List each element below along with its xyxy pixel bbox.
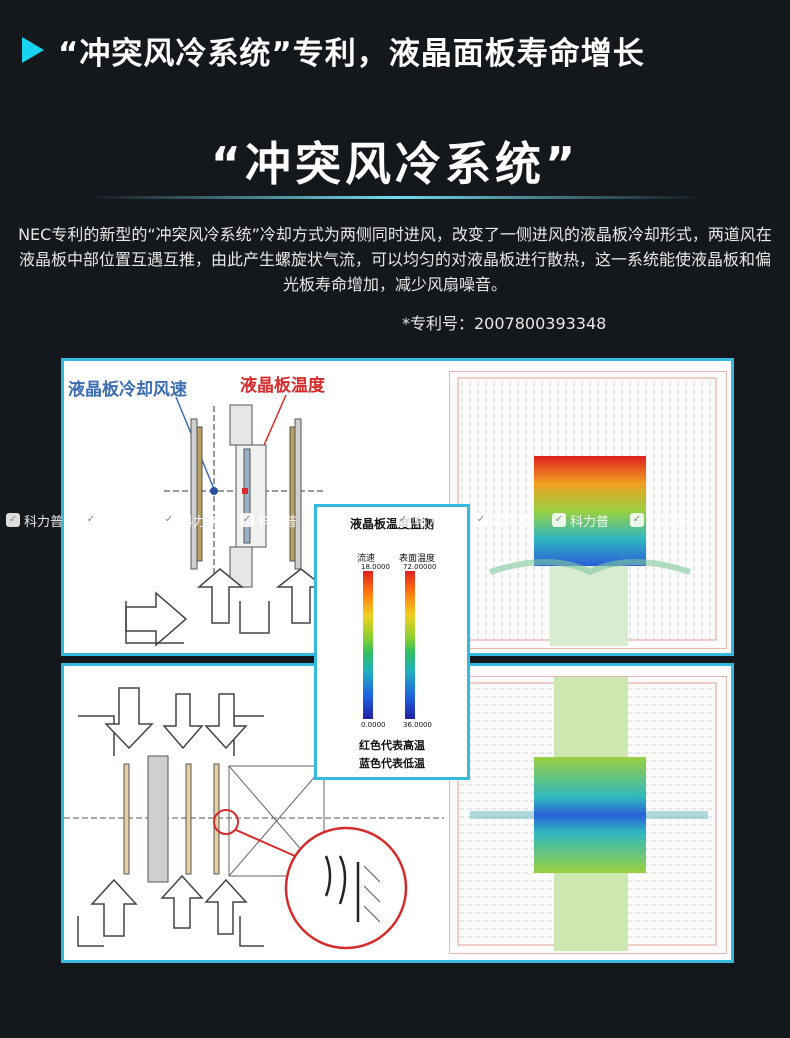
legend-speed-max: 18.0000 <box>361 563 390 571</box>
watermark: ✓科力普 <box>552 510 630 530</box>
leaf-icon: ✓ <box>552 513 566 527</box>
watermark-row: ✓科力普 ✓科力普 ✓科力普 ✓科力普 ✓科力普 ✓科力普 ✓科力普 ✓科力普 … <box>6 510 790 530</box>
dual-side-airflow-diagram <box>64 687 444 950</box>
single-side-cooling-panel: 液晶板冷却风速 液晶板温度 <box>61 358 734 656</box>
leaf-icon: ✓ <box>162 513 176 527</box>
label-panel-temperature: 液晶板温度 <box>240 376 325 396</box>
legend-temp-bar <box>405 571 415 719</box>
play-triangle-icon <box>22 37 44 63</box>
description: NEC专利的新型的“冲突风冷系统”冷却方式为两侧同时进风，改变了一侧进风的液晶板… <box>18 225 772 294</box>
legend-speed-min: 0.0000 <box>361 721 386 729</box>
glow-divider <box>85 196 705 199</box>
watermark: ✓科力普 <box>6 510 84 530</box>
leaf-icon: ✓ <box>240 513 254 527</box>
leaf-icon: ✓ <box>630 513 644 527</box>
header-title: “冲突风冷系统”专利，液晶面板寿命增长 <box>58 35 645 72</box>
watermark: ✓科力普 <box>474 510 552 530</box>
legend-speed-bar <box>363 571 373 719</box>
leaf-icon: ✓ <box>84 513 98 527</box>
section-header: “冲突风冷系统”专利，液晶面板寿命增长 <box>22 28 645 72</box>
label-cooling-speed: 液晶板冷却风速 <box>68 380 187 400</box>
leaf-icon: ✓ <box>474 513 488 527</box>
leaf-icon: ✓ <box>6 513 20 527</box>
legend-note-red: 红色代表高温 <box>359 739 425 752</box>
legend-temp-max: 72.00000 <box>403 563 437 571</box>
legend-temp-min: 36.0000 <box>403 721 432 729</box>
temperature-legend: 液晶板温度监测 流速 表面温度 18.0000 72.00000 0.0000 … <box>314 504 470 780</box>
legend-col-temp: 表面温度 <box>399 554 436 564</box>
watermark: ✓科力普 <box>240 510 318 530</box>
simulation-image-single-side <box>449 371 727 649</box>
legend-col-speed: 流速 <box>357 554 376 564</box>
watermark: ✓科力普 <box>396 510 474 530</box>
leaf-icon: ✓ <box>396 513 410 527</box>
watermark: ✓科力普 <box>84 510 162 530</box>
watermark: ✓科力普 <box>630 510 708 530</box>
simulation-image-dual-side <box>449 676 727 954</box>
legend-title: 液晶板温度监测 <box>349 517 434 531</box>
dual-side-cooling-panel <box>61 663 734 963</box>
collision-airflow-field <box>457 677 717 951</box>
main-title: “冲突风冷系统” <box>210 137 580 191</box>
legend-note-blue: 蓝色代表低温 <box>359 757 425 770</box>
watermark: ✓科力普 <box>162 510 240 530</box>
airflow-temperature-field <box>457 377 717 646</box>
patent-number: *专利号：2007800393348 <box>402 314 607 333</box>
single-side-airflow-diagram <box>125 394 327 647</box>
